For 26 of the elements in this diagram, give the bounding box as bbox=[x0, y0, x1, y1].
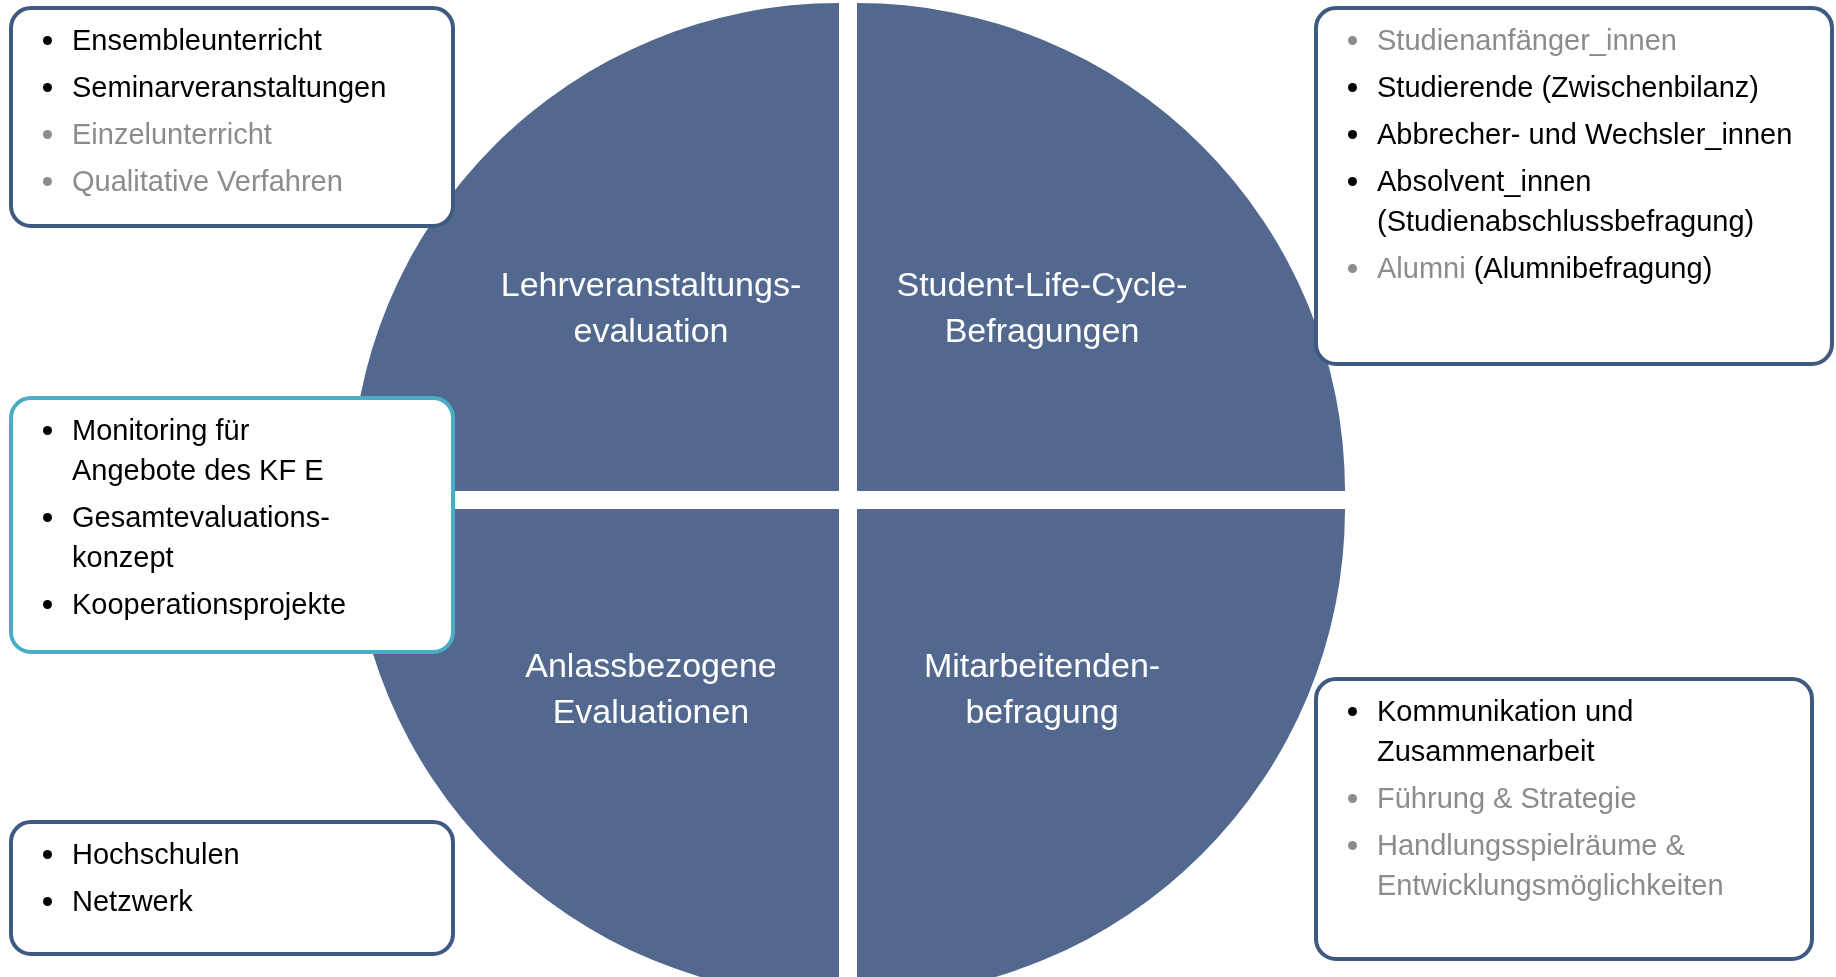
bullet-item: Handlungsspielräume & Entwicklungsmöglichkeiten bbox=[1377, 828, 1725, 903]
segment-title: Lehrveranstaltungs- evaluation bbox=[499, 264, 803, 351]
bullet-list-box bbox=[1314, 677, 1814, 961]
bullet-item: Monitoring für Angebote des KF E bbox=[72, 413, 325, 488]
bullet-item: Alumni (Alumnibefragung) bbox=[1377, 251, 1713, 286]
bullet-item: Kooperationsprojekte bbox=[72, 587, 347, 622]
bullet-item: Einzelunterricht bbox=[72, 117, 272, 152]
segment-title: Anlassbezogene Evaluationen bbox=[524, 645, 778, 732]
segment-title: Student-Life-Cycle- Befragungen bbox=[895, 264, 1189, 351]
bullet-list-box bbox=[9, 6, 455, 228]
bullet-list-box bbox=[1314, 6, 1834, 366]
bullet-item: Ensembleunterricht bbox=[72, 23, 322, 58]
bullet-item: Studierende (Zwischenbilanz) bbox=[1377, 70, 1760, 105]
bullet-item: Gesamtevaluations- konzept bbox=[72, 500, 331, 575]
bullet-item: Kommunikation und Zusammenarbeit bbox=[1377, 694, 1635, 769]
bullet-item: Qualitative Verfahren bbox=[72, 164, 343, 199]
bullet-list-box bbox=[9, 820, 455, 956]
bullet-list-box bbox=[9, 396, 455, 654]
bullet-item: Studienanfänger_innen bbox=[1377, 23, 1677, 58]
bullet-item: Hochschulen bbox=[72, 837, 240, 872]
bullet-item: Seminarveranstaltungen bbox=[72, 70, 387, 105]
bullet-item: Netzwerk bbox=[72, 884, 193, 919]
bullet-item: Absolvent_innen (Studienabschlussbefragung) bbox=[1377, 164, 1756, 239]
bullet-item: Führung & Strategie bbox=[1377, 781, 1637, 816]
bullet-item: Abbrecher- und Wechsler_innen bbox=[1377, 117, 1793, 152]
segment-title: Mitarbeitenden- befragung bbox=[922, 645, 1162, 732]
